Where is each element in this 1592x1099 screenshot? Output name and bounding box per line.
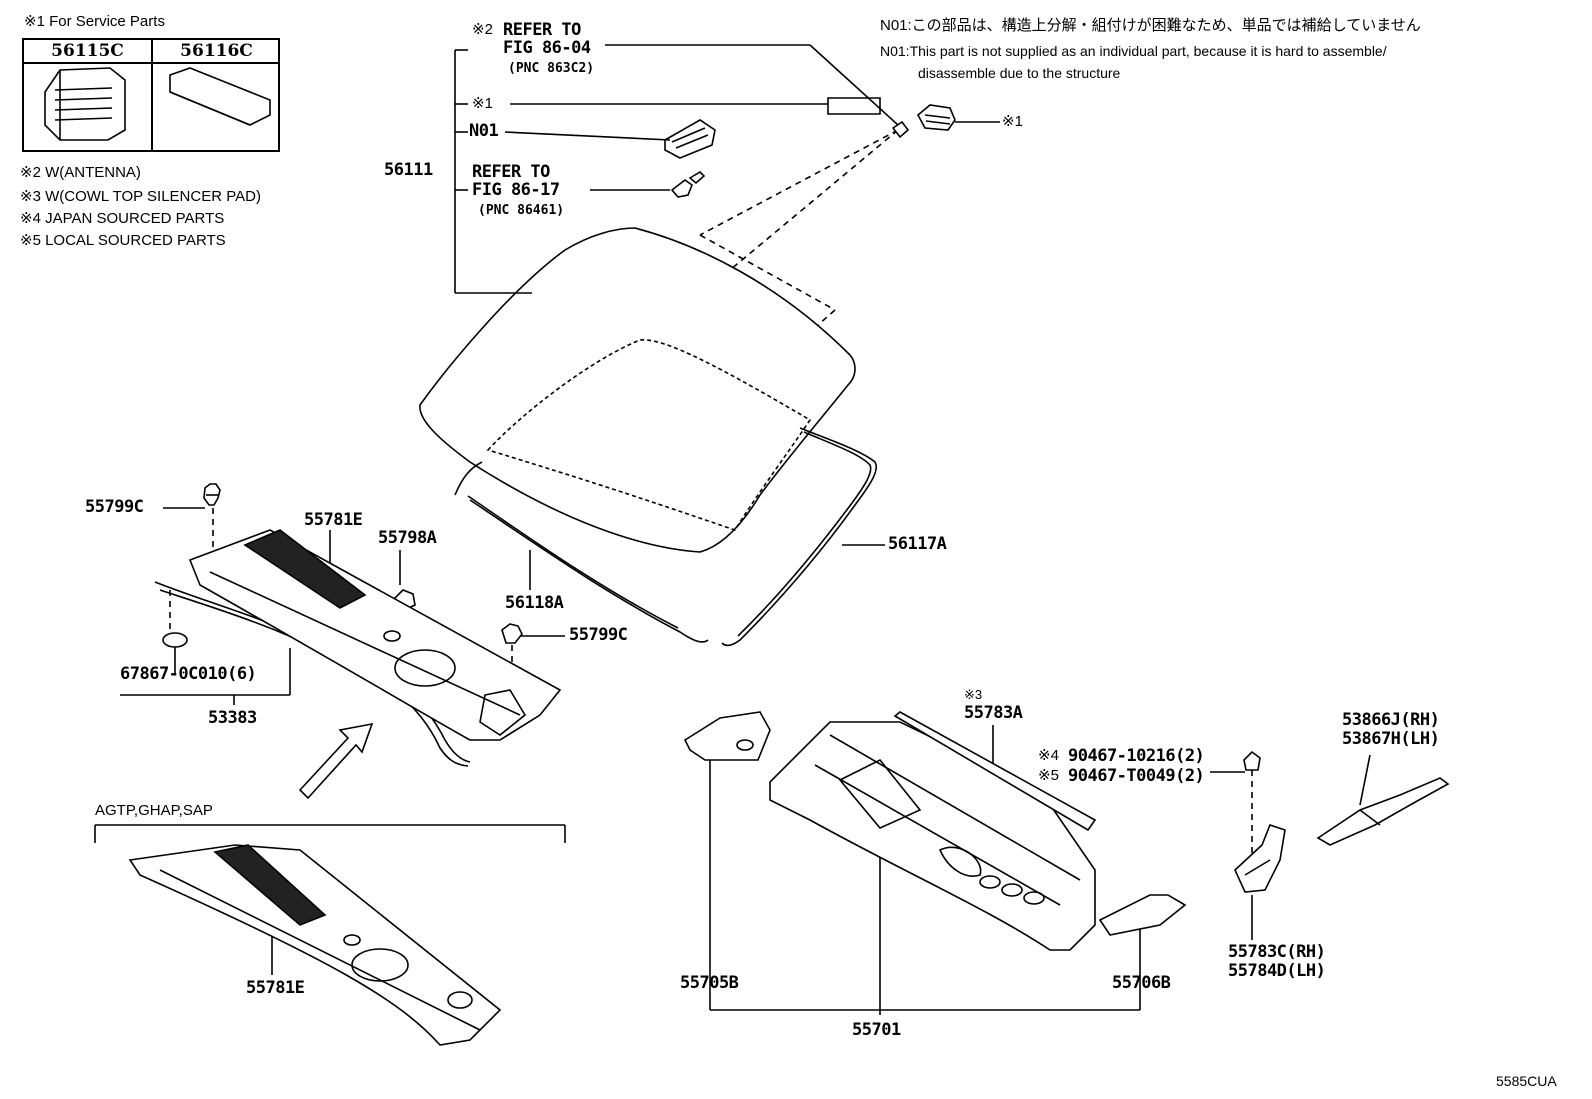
part-56116c-small [828, 98, 880, 114]
cowl-louver-55781e-variant-drawing [130, 845, 500, 1045]
n01-bracket-drawing [665, 120, 715, 158]
mark-4: ※4 [1038, 747, 1059, 764]
part-56115c-drawing [45, 68, 125, 140]
leader-lines [95, 45, 1370, 1015]
part-56116c-drawing [170, 68, 270, 125]
direction-arrow [300, 724, 372, 798]
n01-note-en-1: N01:This part is not supplied as an indi… [880, 43, 1387, 59]
label-55781e-variant[interactable]: 55781E [246, 978, 305, 998]
label-55783a[interactable]: 55783A [964, 703, 1023, 723]
connector-small-drawing [893, 122, 908, 137]
service-part-col-56116c: 56116C [153, 40, 280, 64]
label-55701[interactable]: 55701 [852, 1020, 901, 1040]
note-antenna: ※2 W(ANTENNA) [20, 164, 141, 181]
label-53383[interactable]: 53383 [208, 708, 257, 728]
antenna-connector-drawing [672, 172, 704, 197]
clip-67867 [163, 633, 187, 660]
label-90467-t0049[interactable]: 90467-T0049(2) [1068, 766, 1205, 786]
label-55705b[interactable]: 55705B [680, 973, 739, 993]
label-53866j[interactable]: 53866J(RH) [1342, 710, 1440, 730]
ref2-pnc: (PNC 86461) [478, 203, 565, 218]
label-55706b[interactable]: 55706B [1112, 973, 1171, 993]
illustration-code: 5585CUA [1496, 1073, 1557, 1089]
cowl-louver-53383-drawing [155, 530, 560, 766]
variant-label: AGTP,GHAP,SAP [95, 802, 213, 819]
mark-3: ※3 [964, 687, 983, 702]
mark-1-upper: ※1 [472, 95, 493, 112]
label-56118a[interactable]: 56118A [505, 593, 564, 613]
label-90467-10216[interactable]: 90467-10216(2) [1068, 746, 1205, 766]
bolt-90467 [1244, 752, 1260, 770]
label-n01[interactable]: N01 [469, 121, 499, 141]
seal-55783c-drawing [1235, 825, 1285, 892]
label-53867h[interactable]: 53867H(LH) [1342, 729, 1440, 749]
n01-note-jp: N01:この部品は、構造上分解・組付けが困難なため、単品では補給していません [880, 17, 1421, 34]
label-56111[interactable]: 56111 [384, 160, 433, 180]
note-local-sourced: ※5 LOCAL SOURCED PARTS [20, 232, 226, 249]
clip-55799c-upper [204, 484, 220, 505]
service-parts-table: 56115C 56116C [22, 38, 280, 152]
ref1-line1[interactable]: REFER TO [503, 20, 581, 40]
label-55799c-lower[interactable]: 55799C [569, 625, 628, 645]
part-56115c-small [918, 105, 955, 130]
note-japan-sourced: ※4 JAPAN SOURCED PARTS [20, 210, 225, 227]
n01-note-en-2: disassemble due to the structure [918, 65, 1121, 81]
label-67867[interactable]: 67867-0C010(6) [120, 664, 257, 684]
ref2-line2[interactable]: FIG 86-17 [472, 180, 560, 200]
molding-56118a-drawing [455, 462, 708, 642]
mark-5: ※5 [1038, 767, 1059, 784]
silencer-pad-55783a-drawing [895, 712, 1095, 830]
label-55783c[interactable]: 55783C(RH) [1228, 942, 1326, 962]
bracket-55705b-drawing [685, 712, 770, 760]
ref1-line2[interactable]: FIG 86-04 [503, 38, 591, 58]
service-part-col-56115c: 56115C [24, 40, 151, 64]
table-divider [151, 40, 153, 150]
label-55781e-upper[interactable]: 55781E [304, 510, 363, 530]
ref1-mark: ※2 [472, 21, 493, 38]
label-56117a[interactable]: 56117A [888, 534, 947, 554]
note-silencer-pad: ※3 W(COWL TOP SILENCER PAD) [20, 188, 261, 205]
clip-55799c-lower [502, 624, 522, 643]
windshield-56111-drawing [420, 228, 855, 552]
ref2-line1[interactable]: REFER TO [472, 162, 550, 182]
label-55799c-upper[interactable]: 55799C [85, 497, 144, 517]
service-parts-title: ※1 For Service Parts [24, 13, 165, 30]
label-55784d[interactable]: 55784D(LH) [1228, 961, 1326, 981]
molding-56117a-drawing [722, 428, 876, 645]
label-55798a[interactable]: 55798A [378, 528, 437, 548]
bracket-55706b-drawing [1100, 895, 1185, 935]
ref1-pnc: (PNC 863C2) [508, 61, 595, 76]
seal-53866j-drawing [1318, 778, 1448, 845]
mark-1-right: ※1 [1002, 113, 1023, 130]
